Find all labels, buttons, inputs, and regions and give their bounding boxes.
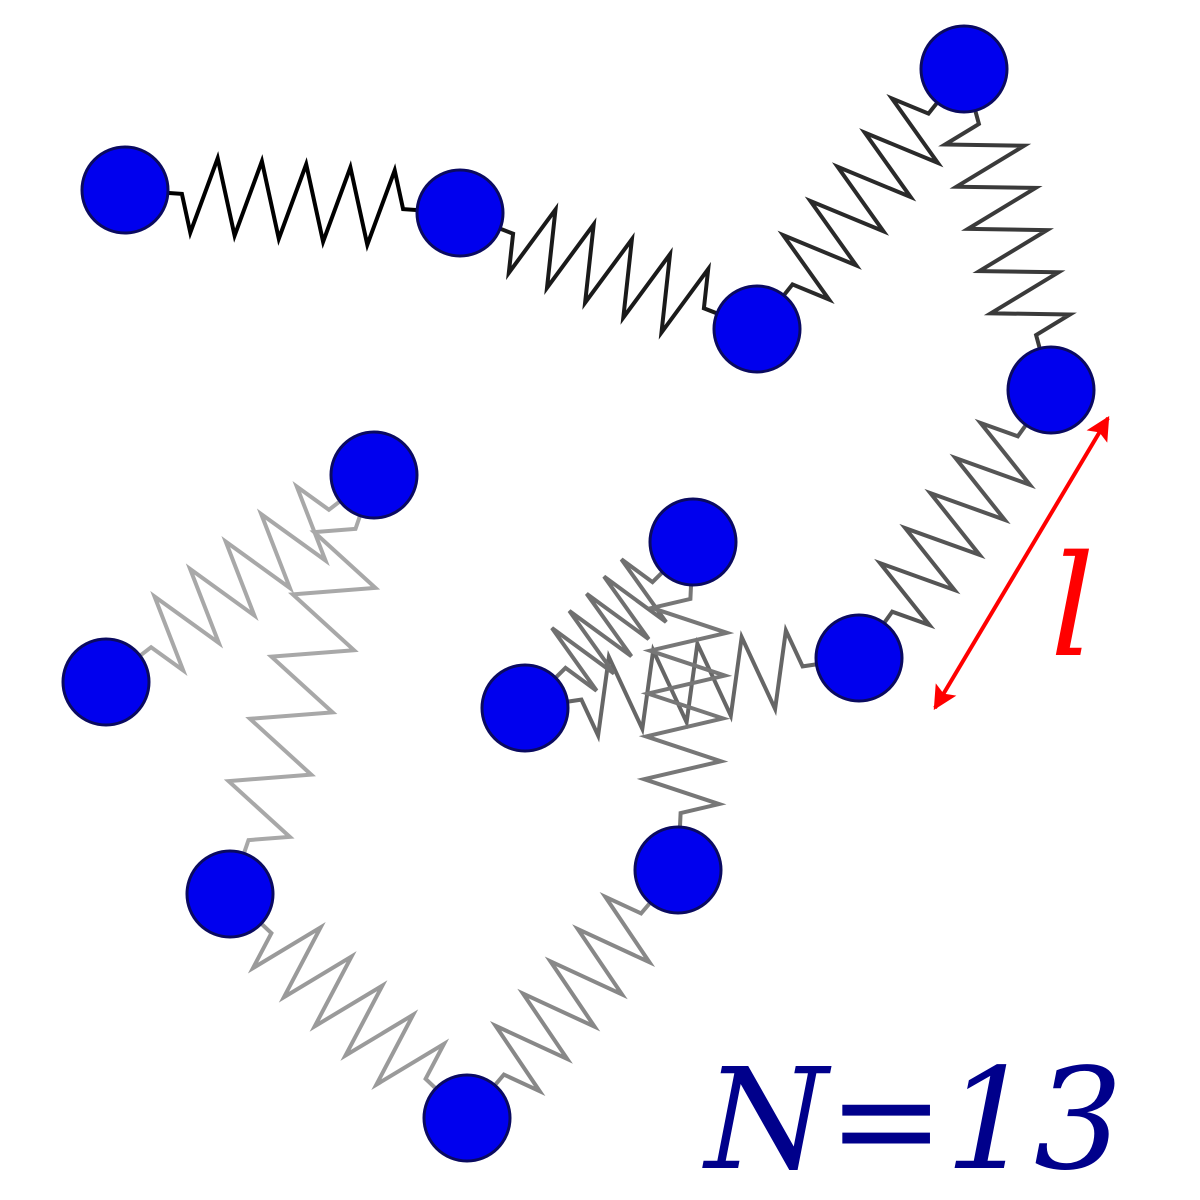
springs-layer [104, 67, 1077, 1120]
monomer-bead-4 [919, 24, 1009, 114]
spring-11 [223, 474, 381, 895]
monomer-bead-7 [480, 663, 570, 753]
beads-layer [61, 24, 1096, 1163]
bond-length-label: l [1050, 526, 1095, 689]
monomer-bead-2 [415, 168, 505, 258]
bond-length-arrow [933, 415, 1110, 711]
spring-9 [465, 868, 680, 1120]
monomer-bead-5 [1006, 345, 1096, 435]
spring-8 [636, 541, 735, 871]
monomer-bead-11 [185, 849, 275, 939]
spring-5 [857, 388, 1053, 660]
monomer-bead-12 [329, 430, 419, 520]
spring-2 [459, 202, 758, 340]
monomer-bead-10 [422, 1073, 512, 1163]
spring-3 [755, 67, 966, 331]
monomer-bead-6 [814, 613, 904, 703]
monomer-count-label: N=13 [702, 1039, 1123, 1200]
monomer-bead-8 [648, 497, 738, 587]
monomer-bead-1 [80, 145, 170, 235]
spring-12 [104, 473, 376, 684]
monomer-bead-13 [61, 637, 151, 727]
spring-4 [938, 68, 1077, 391]
spring-10 [228, 892, 469, 1120]
spring-1 [124, 151, 461, 252]
monomer-bead-3 [712, 284, 802, 374]
spring-7 [523, 540, 695, 710]
monomer-bead-9 [633, 825, 723, 915]
